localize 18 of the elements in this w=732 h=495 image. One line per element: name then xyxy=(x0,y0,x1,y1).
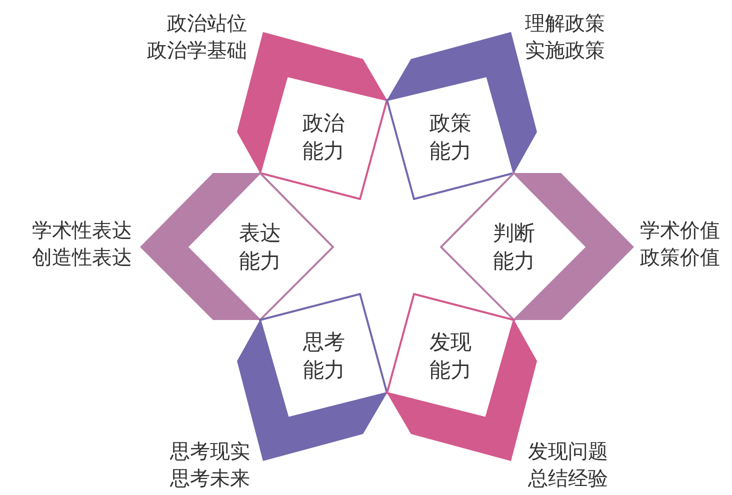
side-label: 政治站位 xyxy=(167,10,247,36)
side-label: 总结经验 xyxy=(528,465,608,491)
side-label: 政治学基础 xyxy=(147,37,247,63)
side-label: 思考未来 xyxy=(170,465,250,491)
side-label: 政策价值 xyxy=(640,244,720,270)
node-label: 政治能力 xyxy=(302,110,346,165)
side-label: 创造性表达 xyxy=(32,244,132,270)
node-label: 思考能力 xyxy=(302,329,346,384)
side-label: 实施政策 xyxy=(525,37,605,63)
side-label: 学术价值 xyxy=(640,217,720,243)
side-label: 思考现实 xyxy=(170,438,250,464)
side-label: 发现问题 xyxy=(528,438,608,464)
side-label: 理解政策 xyxy=(525,10,605,36)
side-label: 学术性表达 xyxy=(32,217,132,243)
node-label: 政策能力 xyxy=(428,110,472,165)
node-label: 发现能力 xyxy=(428,329,472,384)
node-label: 判断能力 xyxy=(492,220,536,275)
node-label: 表达能力 xyxy=(238,220,282,275)
